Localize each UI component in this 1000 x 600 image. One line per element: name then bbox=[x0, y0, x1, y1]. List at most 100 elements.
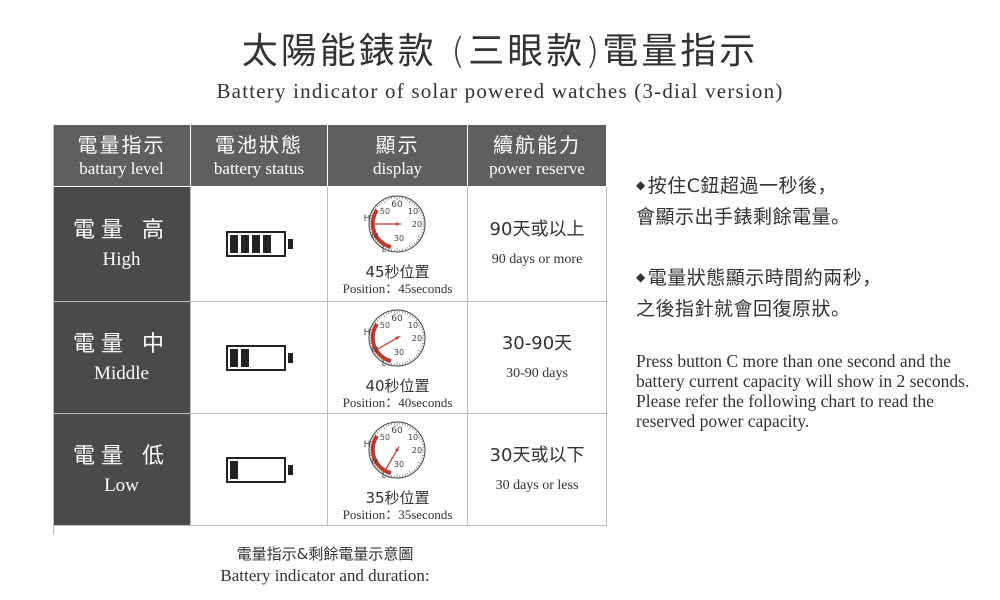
dial-tick bbox=[421, 345, 425, 347]
dial-tick bbox=[391, 248, 393, 252]
dial-tick bbox=[409, 244, 412, 249]
dial-tick bbox=[385, 311, 388, 315]
dial-tick bbox=[421, 231, 425, 233]
header-en: battary level bbox=[79, 158, 164, 178]
position-zh: 35秒位置 bbox=[365, 488, 430, 507]
hand-hub bbox=[395, 336, 399, 339]
dial-tick bbox=[420, 212, 424, 214]
dial-tick bbox=[414, 468, 417, 471]
dial-tick bbox=[383, 425, 386, 429]
dial-tick bbox=[409, 470, 412, 474]
header-zh: 顯示 bbox=[375, 132, 420, 157]
header-en: display bbox=[372, 158, 423, 178]
table-left-border bbox=[53, 125, 54, 534]
dial-tick bbox=[416, 318, 419, 321]
dial-tick bbox=[416, 354, 419, 357]
dial-tick bbox=[405, 310, 407, 314]
dial-tick bbox=[405, 197, 407, 200]
battery-bar bbox=[229, 348, 238, 367]
dial-tick bbox=[391, 196, 393, 200]
battery-status-cell bbox=[191, 187, 328, 302]
dial-tick bbox=[409, 358, 412, 362]
position-zh: 40秒位置 bbox=[365, 376, 430, 395]
dial-tick bbox=[402, 422, 404, 425]
dial-tick bbox=[414, 356, 417, 359]
header-en: power reserve bbox=[489, 158, 585, 178]
battery-indicator-table: 電量指示 battary level 電池狀態 battery status 顯… bbox=[53, 125, 607, 534]
level-en: Middle bbox=[94, 362, 149, 384]
dial-tick bbox=[376, 430, 379, 433]
battery-status-cell bbox=[191, 414, 328, 526]
header-power-reserve: 續航能力 power reserve bbox=[468, 125, 607, 187]
battery-bar bbox=[229, 460, 238, 479]
dial-tick bbox=[422, 443, 425, 445]
dial-label: M bbox=[372, 232, 379, 241]
dial-tick bbox=[385, 423, 388, 427]
dial-tick bbox=[422, 342, 425, 344]
dial-label: 10 bbox=[408, 207, 418, 216]
dial-tick bbox=[405, 473, 407, 477]
dial-tick bbox=[391, 362, 393, 365]
dial-tick bbox=[417, 464, 421, 467]
dial-tick bbox=[380, 314, 383, 318]
caption-zh: 電量指示&剩餘電量示意圖 bbox=[236, 545, 414, 563]
position-en: Position：35seconds bbox=[342, 506, 453, 522]
battery-terminal bbox=[287, 352, 293, 363]
dial-tick bbox=[421, 215, 425, 217]
position-en: Position：45seconds bbox=[342, 281, 453, 296]
header-zh: 電池狀態 bbox=[215, 132, 303, 157]
battery-bar bbox=[240, 235, 249, 253]
level-en: Low bbox=[104, 474, 139, 496]
dial-tick bbox=[418, 235, 422, 239]
dial-tick bbox=[383, 313, 386, 317]
page-title: 太陽能錶款 (三眼款)電量指示 bbox=[241, 31, 759, 72]
battery-icon bbox=[225, 344, 293, 371]
power-reserve-cell: 30天或以下 30 days or less bbox=[468, 414, 607, 526]
dial-tick bbox=[412, 357, 415, 361]
dial-tick bbox=[385, 247, 388, 250]
battery-status-cell bbox=[191, 302, 328, 414]
dial-tick bbox=[409, 199, 412, 204]
dial-tick bbox=[376, 205, 379, 208]
dial-tick bbox=[388, 310, 390, 314]
battery-body bbox=[225, 344, 286, 371]
dial-tick bbox=[409, 313, 412, 317]
dial-tick bbox=[418, 435, 422, 438]
dial-tick bbox=[422, 331, 425, 333]
dial-label: 10 bbox=[408, 433, 418, 442]
dial-tick bbox=[417, 352, 421, 355]
dial-tick bbox=[402, 474, 404, 477]
dial-tick bbox=[391, 422, 393, 425]
dial-label: 20 bbox=[412, 220, 422, 229]
level-cell: 電量 中 Middle bbox=[53, 302, 191, 414]
diamond-bullet-icon: ◆ bbox=[636, 178, 646, 192]
english-instructions: Press button C more than one second and … bbox=[636, 351, 970, 431]
dial-tick bbox=[412, 426, 415, 430]
dial-label: 60 bbox=[392, 426, 404, 436]
dial-tick bbox=[378, 428, 381, 431]
caption-en: Battery indicator and duration: bbox=[220, 566, 430, 585]
power-reserve-cell: 30-90天 30-90 days bbox=[468, 302, 607, 414]
note-display-duration: ◆電量狀態顯示時間約兩秒， 之後指針就會回復原狀。 bbox=[636, 262, 882, 325]
dial-tick bbox=[385, 198, 388, 201]
battery-body bbox=[225, 456, 286, 483]
dial-tick bbox=[421, 440, 425, 442]
dial-label: 30 bbox=[394, 234, 404, 243]
dial-tick bbox=[407, 198, 410, 201]
level-cell: 電量 低 Low bbox=[53, 414, 191, 526]
dial-label: 50 bbox=[380, 207, 390, 216]
battery-terminal bbox=[287, 239, 293, 249]
diamond-bullet-icon: ◆ bbox=[636, 270, 646, 284]
reserve-en: 90 days or more bbox=[491, 252, 583, 267]
dial-tick bbox=[376, 318, 379, 321]
dial-tick bbox=[412, 469, 415, 473]
dial-label: 60 bbox=[392, 200, 404, 210]
dial-tick bbox=[414, 316, 417, 319]
dial-tick bbox=[378, 202, 381, 206]
dial-tick bbox=[417, 432, 421, 435]
power-arc bbox=[371, 208, 393, 249]
dial-tick bbox=[405, 361, 407, 365]
